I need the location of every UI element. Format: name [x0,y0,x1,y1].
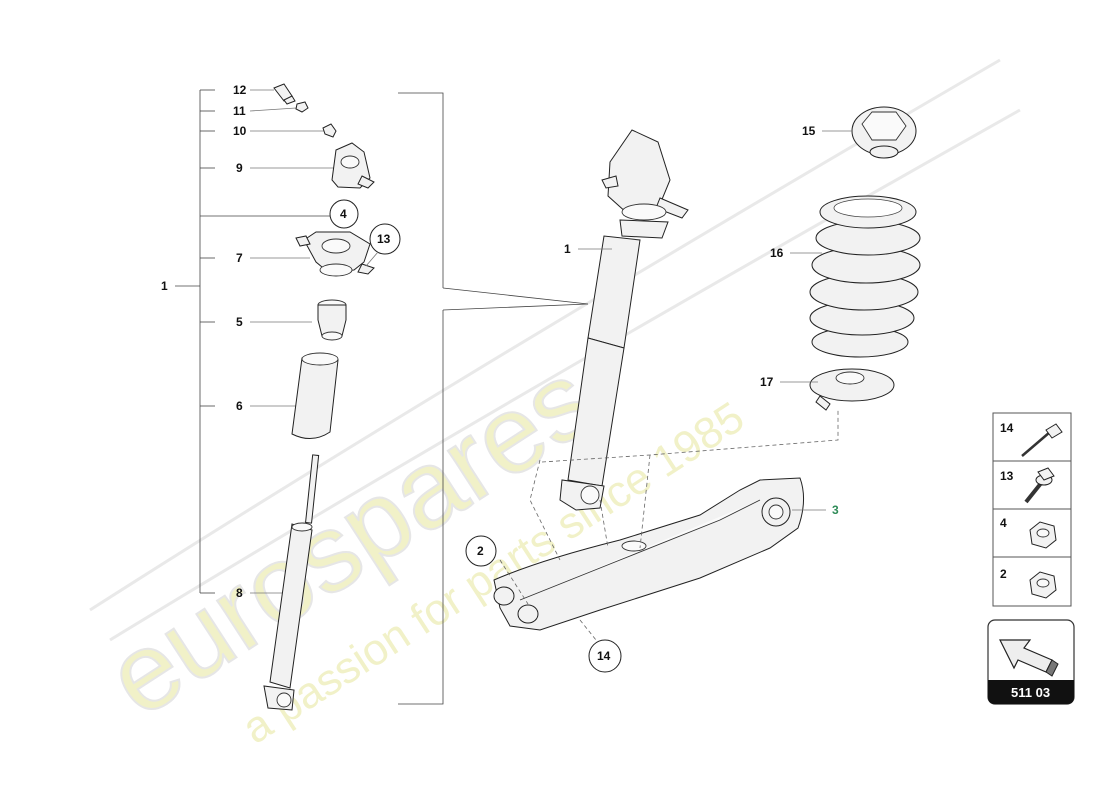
legend-label-2: 2 [1000,567,1007,581]
part-9-top-cover[interactable] [331,142,375,189]
legend-item-14[interactable]: 14 [1000,421,1063,457]
callout-13-label: 13 [377,232,391,246]
callout-14-circle[interactable]: 14 [588,639,622,673]
callout-6[interactable]: 6 [236,399,243,413]
callout-2-label: 2 [477,544,484,558]
part-8-shock-absorber[interactable] [263,454,320,711]
legend-item-2[interactable]: 2 [1000,567,1057,599]
reference-box[interactable]: 511 03 [987,619,1075,705]
callout-11[interactable]: 11 [233,104,246,118]
callout-13-circle[interactable]: 13 [369,223,401,255]
legend-item-4[interactable]: 4 [1000,516,1057,549]
part-5-bump-stop[interactable] [317,299,347,341]
nut-icon [1029,521,1057,549]
part-12-pin[interactable] [273,83,296,105]
callout-15[interactable]: 15 [802,124,816,138]
callout-2-circle[interactable]: 2 [465,535,497,567]
callout-4-label: 4 [340,207,347,221]
callout-5[interactable]: 5 [236,315,243,329]
callout-9[interactable]: 9 [236,161,243,175]
part-10-clip[interactable] [322,123,337,138]
callout-16[interactable]: 16 [770,246,784,260]
legend-item-13[interactable]: 13 [1000,467,1055,504]
callout-8[interactable]: 8 [236,586,243,600]
fastener-legend: 14 13 4 2 [992,412,1072,607]
callout-4-circle[interactable]: 4 [329,199,359,229]
callout-17[interactable]: 17 [760,375,774,389]
reference-code: 511 03 [1011,685,1050,700]
bolt-long-icon [1021,423,1063,457]
arrow-icon [999,639,1059,677]
callout-1-shock[interactable]: 1 [564,242,571,256]
callout-3[interactable]: 3 [832,503,839,517]
legend-label-14: 14 [1000,421,1014,435]
nut-icon [1029,571,1057,599]
callout-7[interactable]: 7 [236,251,243,265]
callout-10[interactable]: 10 [233,124,247,138]
legend-label-13: 13 [1000,469,1014,483]
assembly-dashed-lines [499,410,839,641]
callout-1-left[interactable]: 1 [161,279,168,293]
watermark: eurospares a passion for parts since 198… [85,58,1021,753]
bolt-flange-icon [1024,467,1055,504]
callout-14-label: 14 [597,649,611,663]
part-7-strut-mount[interactable] [295,231,375,277]
part-17-lower-seat[interactable] [809,368,895,411]
assembled-shock[interactable] [559,129,689,511]
part-6-dust-boot[interactable] [291,352,339,439]
lower-control-arm[interactable] [493,477,804,631]
callout-12[interactable]: 12 [233,83,247,97]
exploded-bracket [398,92,589,705]
part-11-clip[interactable] [295,101,309,113]
part-16-coil-spring[interactable] [809,195,921,358]
left-group-bracket [175,89,330,594]
legend-label-4: 4 [1000,516,1007,530]
part-15-spring-seat[interactable] [851,106,917,159]
